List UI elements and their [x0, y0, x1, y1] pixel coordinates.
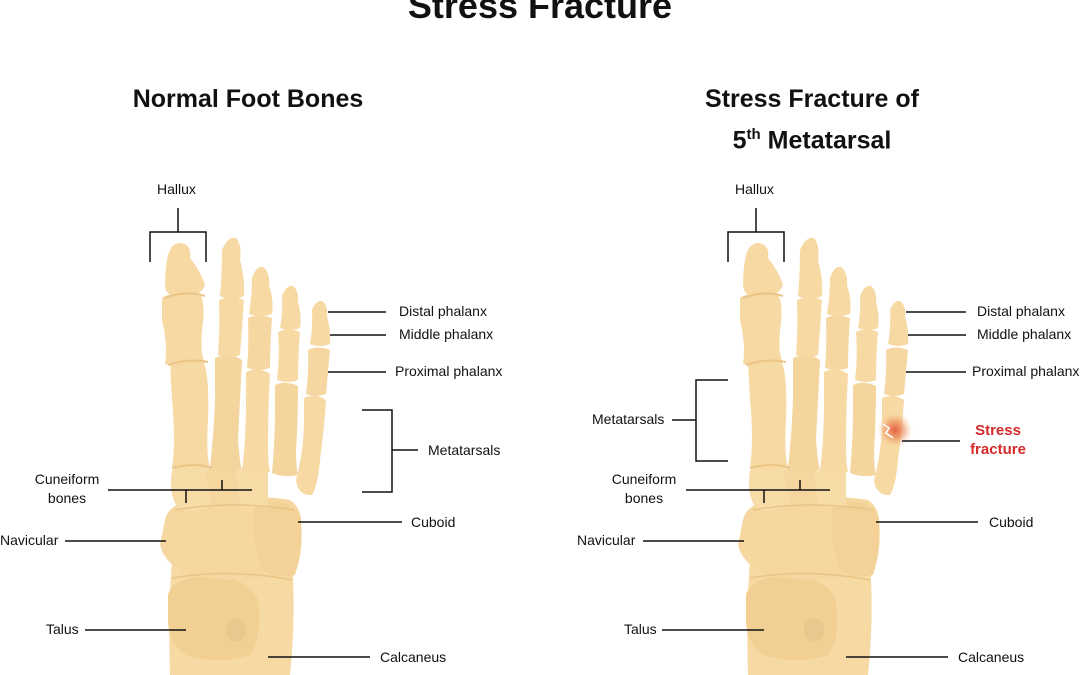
title-ordinal-suffix: th	[746, 126, 761, 143]
title-metatarsal-word: Metatarsal	[760, 126, 892, 155]
left-label-distal-phalanx: Distal phalanx	[399, 303, 487, 319]
left-label-calcaneus: Calcaneus	[380, 649, 447, 665]
left-label-cuneiform-line2: bones	[47, 490, 87, 506]
normal-foot-drawing	[159, 236, 332, 675]
fracture-crack	[882, 423, 894, 439]
right-label-hallux: Hallux	[735, 181, 774, 197]
fractured-foot-drawing	[737, 236, 913, 675]
right-panel-title: Stress Fracture of 5th Metatarsal	[662, 82, 962, 158]
main-title: Stress Fracture	[407, 0, 673, 26]
stress-fracture-label-line2: fracture	[970, 441, 1026, 458]
right-leader-lines	[643, 208, 978, 658]
right-label-cuboid: Cuboid	[989, 514, 1034, 530]
left-leader-lines	[65, 208, 418, 658]
stress-fracture-label: Stress fracture	[958, 421, 1038, 459]
right-panel-title-line2: 5th Metatarsal	[662, 117, 962, 158]
fracture-glow	[877, 412, 913, 448]
left-label-hallux: Hallux	[157, 181, 196, 197]
right-label-metatarsals: Metatarsals	[592, 411, 665, 427]
left-label-metatarsals: Metatarsals	[428, 442, 501, 458]
right-label-cuneiform: Cuneiform bones	[601, 470, 687, 508]
left-label-navicular: Navicular	[0, 532, 59, 548]
left-panel-title: Normal Foot Bones	[132, 85, 364, 113]
right-label-cuneiform-line2: bones	[624, 490, 664, 506]
left-label-proximal-phalanx: Proximal phalanx	[395, 363, 503, 379]
right-panel-title-line1: Stress Fracture of	[705, 85, 919, 113]
left-label-cuneiform: Cuneiform bones	[24, 470, 110, 508]
left-label-cuboid: Cuboid	[411, 514, 456, 530]
right-label-cuneiform-line1: Cuneiform	[611, 471, 677, 487]
left-label-middle-phalanx: Middle phalanx	[399, 326, 494, 342]
right-label-middle-phalanx: Middle phalanx	[977, 326, 1072, 342]
right-label-calcaneus: Calcaneus	[958, 649, 1025, 665]
right-label-distal-phalanx: Distal phalanx	[977, 303, 1065, 319]
left-label-talus: Talus	[46, 621, 79, 637]
title-ordinal-number: 5	[732, 126, 747, 155]
left-label-cuneiform-line1: Cuneiform	[34, 471, 100, 487]
stress-fracture-label-line1: Stress	[975, 422, 1021, 439]
right-label-navicular: Navicular	[577, 532, 636, 548]
right-label-proximal-phalanx: Proximal phalanx	[972, 363, 1080, 379]
right-label-talus: Talus	[624, 621, 657, 637]
